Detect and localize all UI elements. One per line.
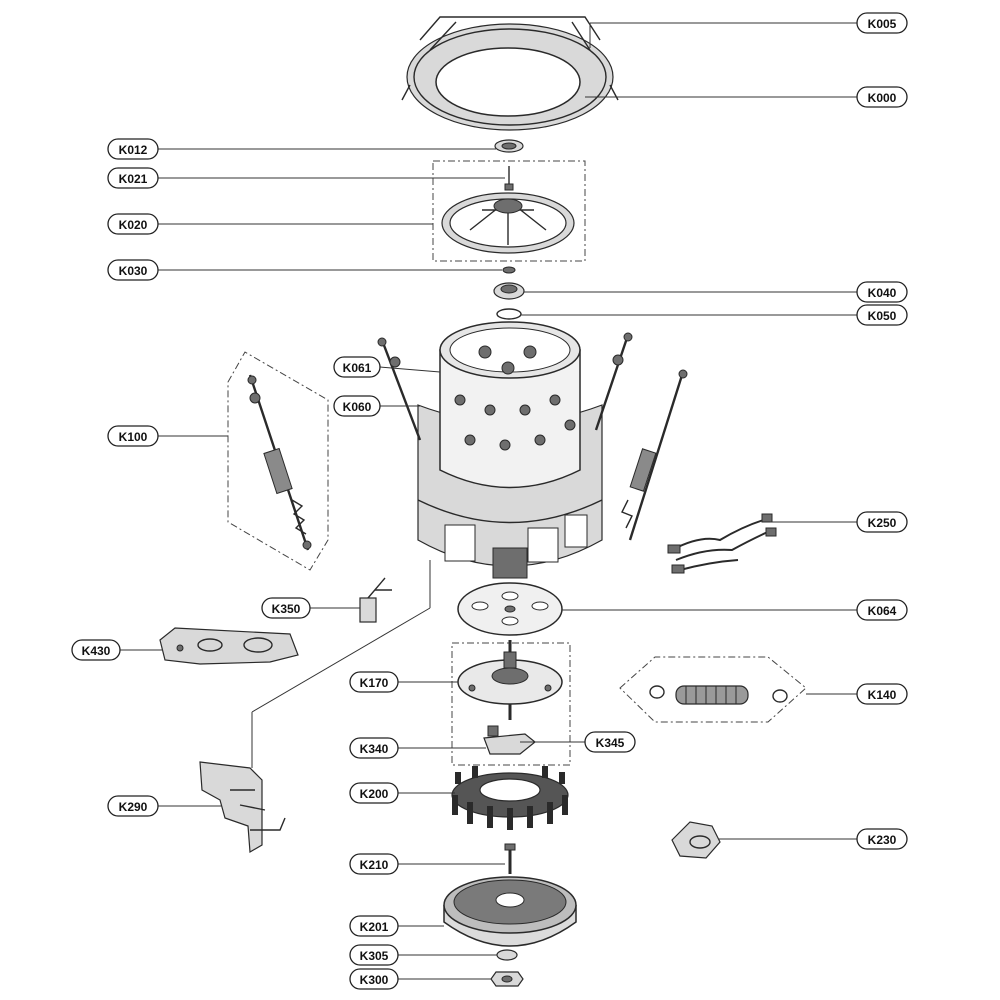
seal-k012	[494, 139, 524, 153]
valve-k350	[359, 577, 392, 623]
callout-k350: K350	[261, 597, 311, 619]
callout-label: K230	[868, 833, 897, 847]
washer-k305	[496, 949, 518, 961]
callout-label: K000	[868, 91, 897, 105]
callout-label: K021	[119, 172, 148, 186]
drum-basket-k060	[417, 321, 603, 579]
callout-k061: K061	[333, 356, 381, 378]
pulsator-k020	[441, 192, 575, 254]
callout-k210: K210	[349, 853, 399, 875]
callout-k030: K030	[107, 259, 159, 281]
callout-label: K200	[360, 787, 389, 801]
callout-label: K064	[868, 604, 897, 618]
callout-label: K050	[868, 309, 897, 323]
callout-k430: K430	[71, 639, 121, 661]
callout-label: K201	[360, 920, 389, 934]
callout-k012: K012	[107, 138, 159, 160]
sensor-k340	[483, 725, 536, 755]
bolt-k021	[504, 166, 514, 191]
washer-k030	[502, 266, 516, 274]
callout-label: K350	[272, 602, 301, 616]
callout-k000: K000	[856, 86, 908, 108]
callout-k021: K021	[107, 167, 159, 189]
callout-label: K305	[360, 949, 389, 963]
callout-label: K300	[360, 973, 389, 987]
callout-k050: K050	[856, 304, 908, 326]
nut-k300	[490, 971, 524, 987]
bracket-plate-k430	[159, 627, 299, 665]
callout-label: K250	[868, 516, 897, 530]
wire-harness-k250	[667, 513, 777, 574]
bearing-housing-k170	[457, 640, 563, 720]
callout-label: K345	[596, 736, 625, 750]
callout-k064: K064	[856, 599, 908, 621]
bearing-k040	[493, 282, 525, 300]
bracket-k290	[199, 712, 286, 854]
callout-k345: K345	[584, 731, 636, 753]
hose-k140	[649, 685, 788, 705]
bolt-k210	[504, 843, 516, 874]
callout-k170: K170	[349, 671, 399, 693]
callout-label: K040	[868, 286, 897, 300]
callout-k300: K300	[349, 968, 399, 990]
ring-k050	[496, 308, 522, 320]
stator-k200	[451, 766, 569, 830]
callout-k230: K230	[856, 828, 908, 850]
group-outline-k020	[432, 160, 586, 262]
callout-k201: K201	[349, 915, 399, 937]
group-outline-k140	[619, 656, 807, 723]
suspension-assembly-k100	[247, 374, 312, 551]
callout-label: K140	[868, 688, 897, 702]
callout-label: K100	[119, 430, 148, 444]
callout-k100: K100	[107, 425, 159, 447]
callout-label: K170	[360, 676, 389, 690]
callout-k200: K200	[349, 782, 399, 804]
callout-k020: K020	[107, 213, 159, 235]
callout-label: K060	[343, 400, 372, 414]
callout-k290: K290	[107, 795, 159, 817]
callout-k250: K250	[856, 511, 908, 533]
callout-k140: K140	[856, 683, 908, 705]
callout-k005: K005	[856, 12, 908, 34]
callout-label: K430	[82, 644, 111, 658]
plate-k064	[457, 582, 563, 636]
callout-label: K030	[119, 264, 148, 278]
callout-label: K012	[119, 143, 148, 157]
callout-k040: K040	[856, 281, 908, 303]
group-outline-k100	[227, 351, 329, 571]
callout-label: K210	[360, 858, 389, 872]
callout-k060: K060	[333, 395, 381, 417]
callout-label: K020	[119, 218, 148, 232]
tub-cover-ring	[401, 16, 619, 131]
suspension-rods-k061	[377, 332, 688, 541]
callout-label: K340	[360, 742, 389, 756]
hall-sensor-k230	[671, 821, 721, 859]
callout-label: K290	[119, 800, 148, 814]
callout-k305: K305	[349, 944, 399, 966]
callout-k340: K340	[349, 737, 399, 759]
leader-lines	[120, 22, 857, 980]
callout-label: K005	[868, 17, 897, 31]
callout-label: K061	[343, 361, 372, 375]
rotor-k201	[443, 876, 577, 947]
